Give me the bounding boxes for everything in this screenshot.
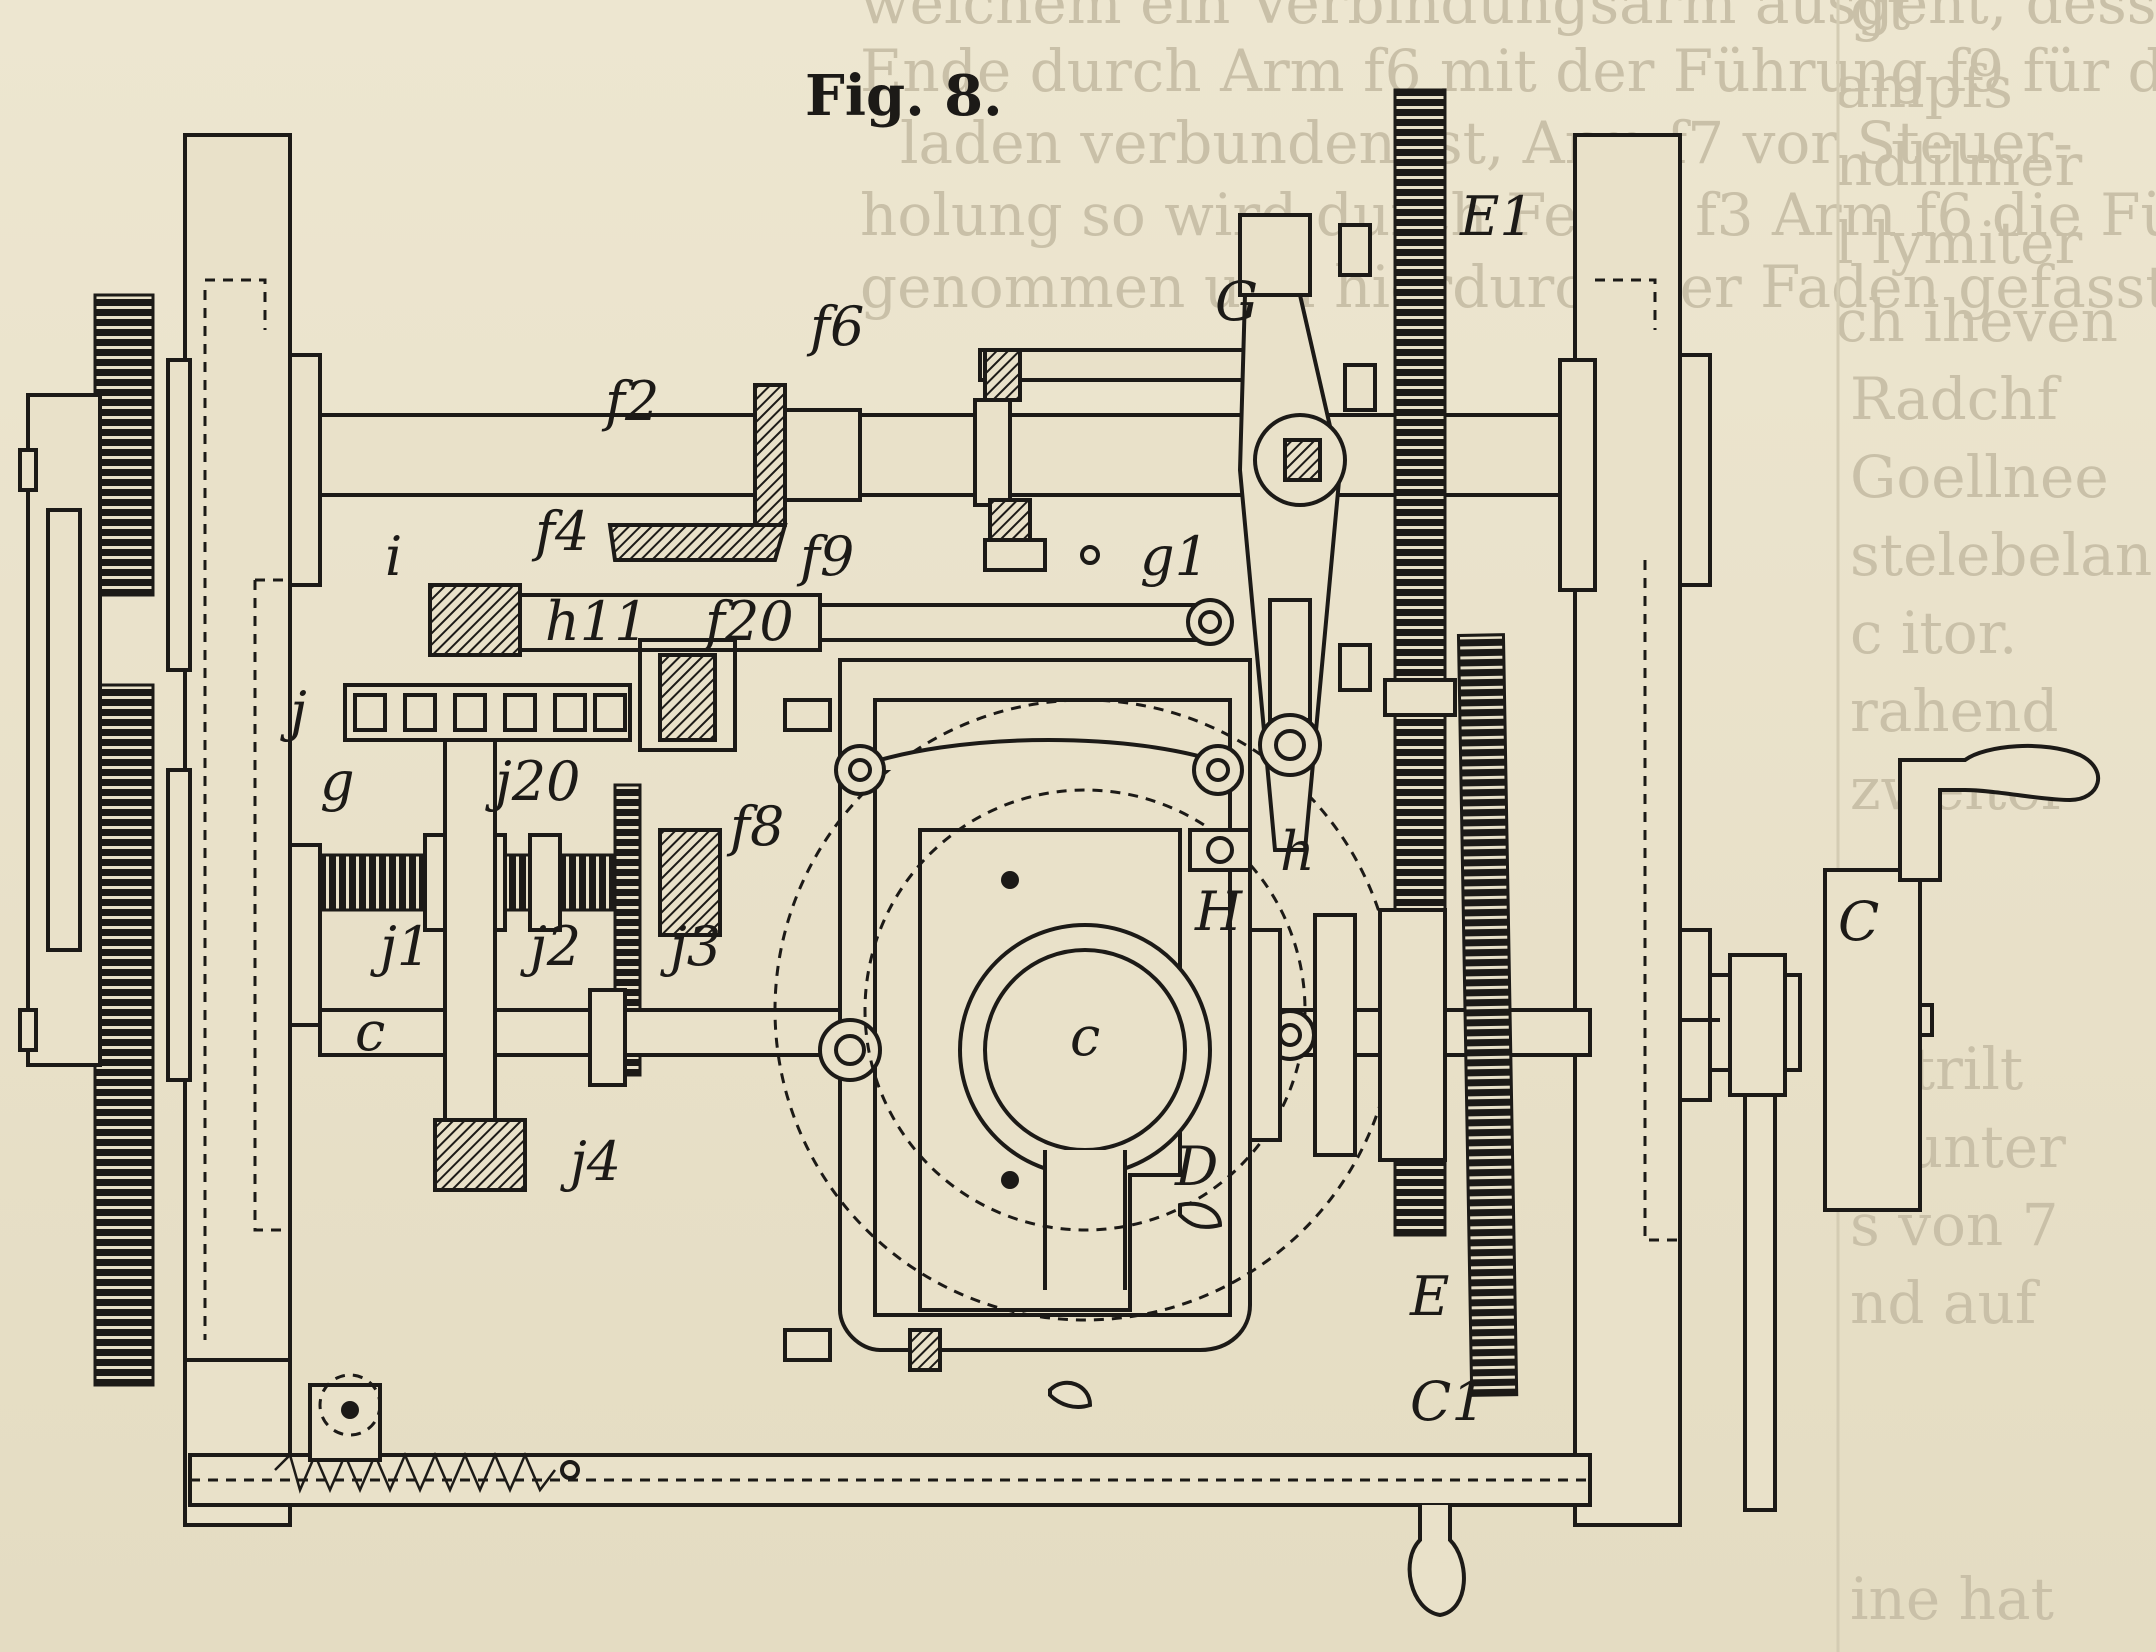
label-g1: g1 (1140, 525, 1209, 588)
bottom-block (433, 1118, 527, 1192)
label-f4: f4 (531, 500, 589, 563)
lever-G (1237, 213, 1377, 1157)
bevel-gear-f4 (607, 523, 788, 562)
bleed-right-7: Goellnee (1850, 443, 2109, 511)
label-H: H (1194, 880, 1243, 943)
label-f8: f8 (726, 795, 784, 858)
label-f20: f20 (701, 590, 794, 653)
label-c-center: c (1070, 1005, 1100, 1068)
left-crank-arm (26, 393, 102, 1067)
label-g: g (320, 750, 355, 813)
label-i: i (385, 525, 402, 588)
bleed-right-16: ine hat (1850, 1565, 2054, 1633)
bleed-right-8: stelebelan (1850, 521, 2153, 589)
label-h11: h11 (545, 590, 649, 653)
label-E1: E1 (1459, 185, 1534, 248)
bleed-right-3: ndlilmer (1835, 131, 2083, 199)
bleed-right-10: rahend (1850, 677, 2059, 745)
chain-j (343, 683, 632, 742)
label-C-handle: C (1838, 890, 1879, 953)
label-j3: j3 (660, 915, 721, 978)
label-G: G (1215, 270, 1258, 333)
label-f2: f2 (601, 370, 659, 433)
label-C1: C1 (1410, 1370, 1486, 1433)
bleed-top-line-5: genommen und hierdurch der Faden gefasst… (860, 253, 2156, 321)
right-frame (1558, 133, 1712, 1527)
label-j1: j1 (370, 915, 431, 978)
bleed-right-15: nd auf (1850, 1269, 2037, 1337)
label-E: E (1409, 1265, 1449, 1328)
bleed-top-line-4: holung so wird durch Feder f3 Arm f6 die… (860, 181, 2156, 249)
large-gear-E1 (1378, 88, 1519, 1397)
bleed-right-9: c itor. (1850, 599, 2018, 667)
bleed-right-4: l lymiter (1835, 209, 2083, 277)
rack-C1 (1456, 633, 1519, 1397)
bleed-right-2: ampfs (1835, 53, 2013, 121)
label-j2: j2 (520, 915, 581, 978)
central-mechanism (773, 658, 1397, 1409)
label-h: h (1280, 820, 1315, 883)
bleed-right-6: Radchf (1850, 365, 2059, 433)
figure-title: Fig. 8. (805, 63, 1003, 129)
label-j4: j4 (560, 1130, 621, 1193)
label-D: D (1174, 1135, 1218, 1198)
bleed-right-5: ch iheven (1835, 287, 2118, 355)
label-f9: f9 (796, 525, 854, 588)
part-labels: E1 G f6 f2 i f4 f9 h11 f20 g1 j g j20 f8… (280, 185, 1879, 1433)
slider-bar-h11 (428, 583, 1234, 752)
hand-crank (1680, 743, 2101, 1512)
left-lower-gear-teeth (93, 683, 155, 1387)
label-c-shaft: c (355, 1000, 385, 1063)
block-j3 (658, 828, 722, 937)
left-gear-assembly (18, 293, 155, 1387)
bevel-gear-f6 (753, 383, 787, 533)
left-upper-gear-teeth (93, 293, 155, 597)
crank-handle (1898, 743, 2101, 882)
base-rail (188, 1373, 1592, 1618)
label-j20: j20 (485, 750, 580, 813)
bottom-knob (1407, 1505, 1466, 1618)
block-i (428, 583, 522, 657)
left-frame (166, 133, 322, 1527)
bleed-right-1: gt (1850, 0, 1911, 43)
bleed-top-line-2: Ende durch Arm f6 mit der Führung f9 für… (860, 37, 2156, 105)
bleed-top-line-1: welchem ein Verbindungsarm ausgeht, dess… (860, 0, 2156, 37)
bleed-top-line-3: laden verbunden ist, Arm f7 vor Steuer- (900, 109, 2073, 177)
label-f6: f6 (806, 295, 864, 358)
